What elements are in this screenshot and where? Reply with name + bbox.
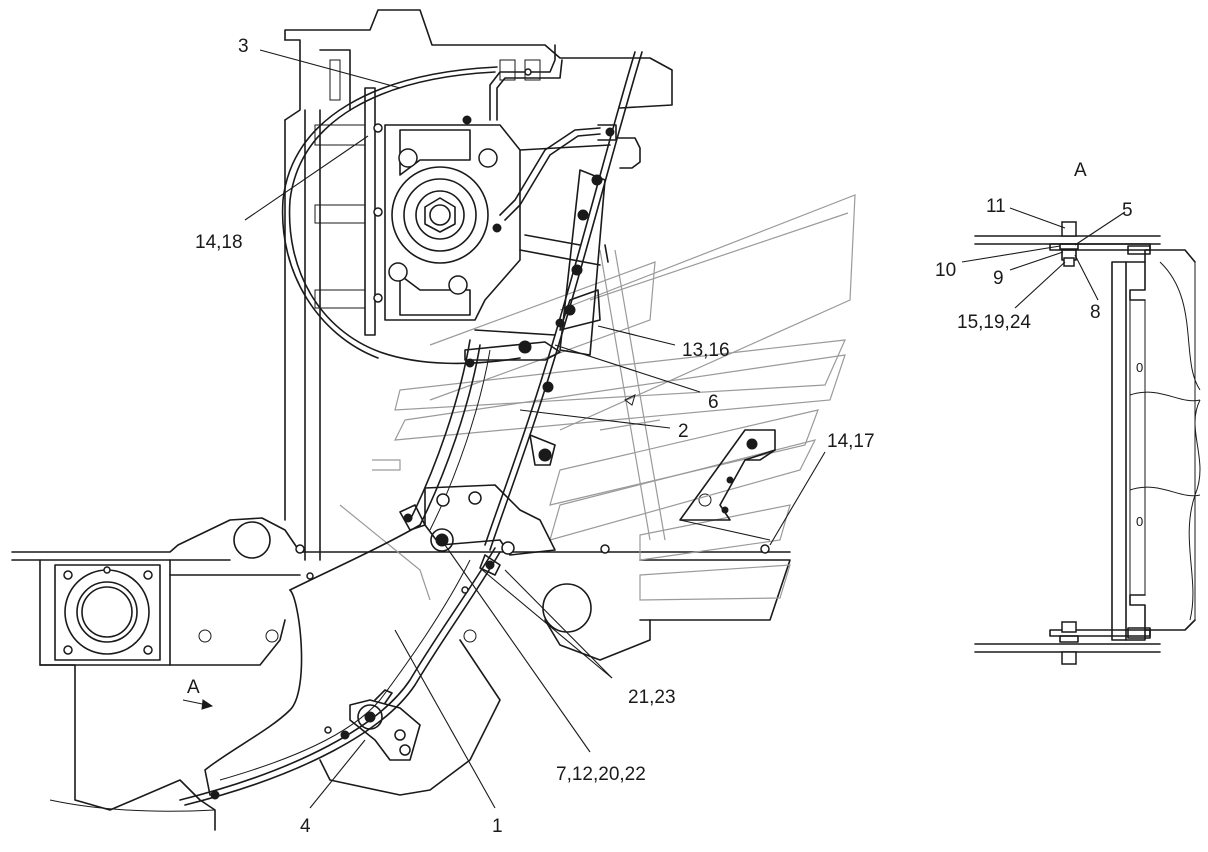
callout-2: 2 <box>678 421 689 442</box>
leader-lines <box>182 49 1126 809</box>
callout-1: 1 <box>492 816 503 837</box>
lower-chute <box>179 524 501 806</box>
view-arrow-label: A <box>187 677 200 698</box>
callout-6: 6 <box>708 392 719 413</box>
callout-3: 3 <box>238 36 249 57</box>
chute-plate <box>409 51 643 551</box>
detail-callout-9: 9 <box>993 268 1004 289</box>
detail-mark-bottom: 0 <box>1136 514 1143 529</box>
detail-callout-5: 5 <box>1122 200 1133 221</box>
detail-callout-15-19-24: 15,19,24 <box>957 312 1031 333</box>
callout-labels: 3 14,18 13,16 6 2 14,17 21,23 7,12,20,22… <box>187 36 1143 837</box>
callout-14-17: 14,17 <box>827 431 875 452</box>
pipes <box>489 44 641 263</box>
hinge-bracket <box>399 484 556 576</box>
bearing-block <box>384 115 611 336</box>
detail-callout-11: 11 <box>986 196 1006 217</box>
detail-callout-10: 10 <box>935 260 956 281</box>
callout-4: 4 <box>300 816 311 837</box>
callout-14-18: 14,18 <box>195 232 243 253</box>
detail-title: A <box>1074 160 1087 181</box>
detail-callout-8: 8 <box>1090 302 1101 323</box>
handle-bracket <box>340 689 421 761</box>
phantom-plates <box>339 194 856 601</box>
callout-7-12-20-22: 7,12,20,22 <box>556 764 646 785</box>
side-cover <box>679 429 776 541</box>
callout-13-16: 13,16 <box>682 340 730 361</box>
detail-mark-top: 0 <box>1136 360 1143 375</box>
detail-view-a <box>974 221 1201 665</box>
callout-21-23: 21,23 <box>628 687 676 708</box>
hopper-shell <box>281 66 521 365</box>
